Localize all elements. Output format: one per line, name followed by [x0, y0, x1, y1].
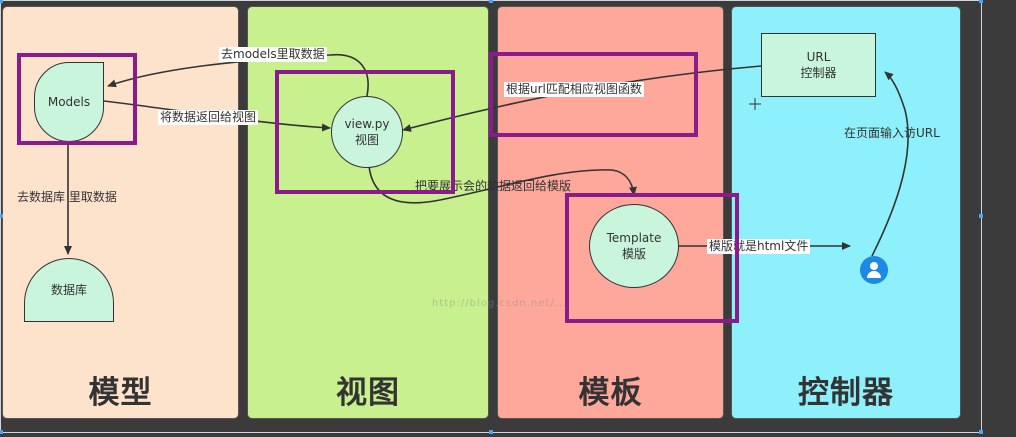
highlight-models [17, 53, 137, 145]
highlight-view [275, 70, 455, 194]
arrow-user-to-url [871, 71, 909, 257]
frame-handle-tm[interactable] [489, 0, 493, 3]
label-enter-url: 在页面输入访URL [844, 126, 940, 140]
frame-handle-bm[interactable] [489, 430, 493, 434]
frame-handle-br[interactable] [979, 430, 983, 434]
label-return-to-view: 将数据返回给视图 [158, 110, 259, 125]
template-node-line1: Template [606, 231, 662, 245]
view-node-line2: 视图 [354, 133, 379, 147]
crosshair-icon [749, 98, 761, 110]
frame-handle-bl[interactable] [0, 430, 3, 434]
watermark: http://blog.csdn.net/... [432, 298, 568, 309]
view-node: view.py 视图 [331, 96, 403, 168]
view-panel-title: 视图 [336, 375, 400, 411]
highlight-template [565, 193, 739, 323]
url-node-line1: URL [806, 50, 831, 64]
view-node-line1: view.py [344, 117, 390, 131]
frame-handle-ml[interactable] [0, 214, 3, 218]
url-controller-node: URL 控制器 [761, 33, 876, 97]
template-panel-title: 模板 [578, 375, 643, 411]
frame-handle-tl[interactable] [0, 0, 3, 3]
model-panel-title: 模型 [88, 375, 153, 411]
models-node: Models [34, 62, 104, 142]
highlight-url-match [489, 52, 698, 137]
url-node-line2: 控制器 [800, 66, 837, 80]
models-node-label: Models [47, 95, 91, 109]
frame-handle-tr[interactable] [979, 0, 983, 3]
arrow-view-to-template [368, 165, 637, 204]
label-fetch-from-models: 去models里取数据 [219, 47, 327, 62]
label-match-url: 根据url匹配相应视图函数 [504, 82, 644, 97]
view-panel: 视图 [247, 6, 489, 419]
label-fetch-from-db: 去数据库 里取数据 [17, 190, 117, 204]
label-template-is-html: 模版就是html文件 [707, 239, 811, 254]
database-node: 数据库 [24, 258, 114, 322]
template-node: Template 模版 [589, 204, 679, 288]
frame-handle-mr[interactable] [979, 214, 983, 218]
template-node-line2: 模版 [621, 247, 646, 261]
database-node-label: 数据库 [50, 283, 87, 297]
user-icon [860, 256, 888, 284]
selection-frame [0, 0, 982, 433]
controller-panel-title: 控制器 [798, 375, 894, 411]
